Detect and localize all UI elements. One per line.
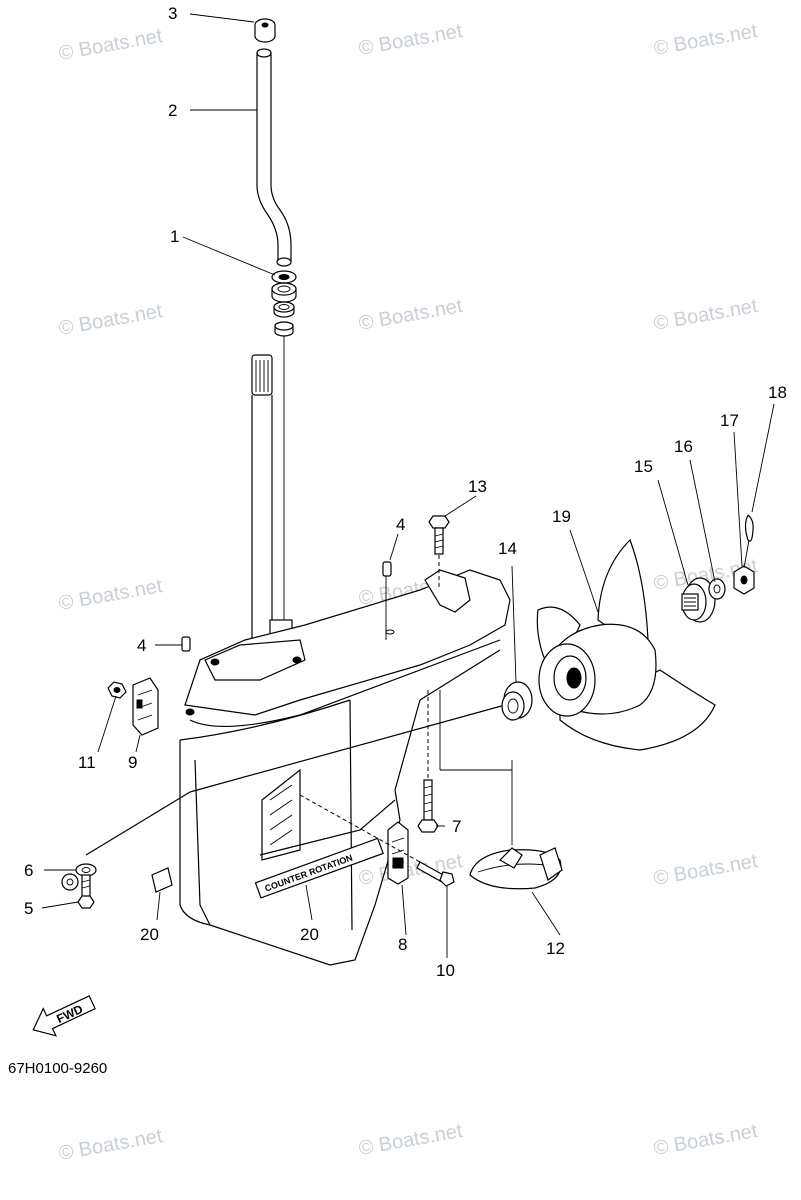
watermark: © Boats.net — [57, 575, 164, 615]
watermark: © Boats.net — [652, 850, 759, 890]
watermark: © Boats.net — [652, 295, 759, 335]
washer-part-6 — [61, 863, 97, 891]
callout-3: 3 — [168, 4, 177, 23]
callout-15: 15 — [634, 457, 653, 476]
callout-labels: 3 2 1 4 4 11 9 13 14 19 15 16 17 18 7 6 … — [24, 4, 787, 980]
alignment-line — [85, 791, 191, 856]
callout-14: 14 — [498, 539, 517, 558]
nut-part-17 — [733, 565, 755, 595]
propeller-part-19 — [536, 538, 716, 751]
nut-part-11 — [107, 681, 127, 699]
callout-6: 6 — [24, 861, 33, 880]
callout-20: 20 — [140, 925, 159, 944]
diagram-code: 67H0100-9260 — [8, 1060, 107, 1077]
screw-part-5 — [77, 874, 95, 909]
callout-18: 18 — [768, 383, 787, 402]
spacer-part-15 — [681, 577, 716, 623]
callout-7: 7 — [452, 817, 461, 836]
anode-part-8 — [387, 821, 409, 885]
fwd-label: FWD — [54, 1002, 85, 1026]
watermark: © Boats.net — [357, 1120, 464, 1160]
callout-13: 13 — [468, 477, 487, 496]
thrust-washer-part-14 — [501, 681, 533, 721]
watermark: © Boats.net — [57, 300, 164, 340]
callout-11: 11 — [78, 753, 96, 772]
callout-17: 17 — [720, 411, 739, 430]
watermark: © Boats.net — [57, 25, 164, 65]
washer-part-16 — [708, 578, 726, 600]
water-tube-part — [256, 48, 292, 267]
lower-unit-housing: COUNTER ROTATION — [179, 569, 511, 966]
callout-19: 19 — [552, 507, 571, 526]
leader-lines — [41, 13, 775, 958]
alignment-line — [189, 704, 506, 793]
trim-tab-part-12 — [439, 690, 563, 890]
seal-stack-part — [271, 270, 297, 620]
watermark: © Boats.net — [652, 1120, 759, 1160]
callout-10: 10 — [436, 961, 455, 980]
callout-4-b: 4 — [137, 636, 146, 655]
callout-16: 16 — [674, 437, 693, 456]
callout-1: 1 — [170, 227, 179, 246]
bolt-part-10 — [299, 794, 455, 887]
watermark: © Boats.net — [57, 1125, 164, 1165]
watermark: © Boats.net — [357, 20, 464, 60]
bolt-part-7 — [417, 690, 439, 833]
callout-4: 4 — [396, 515, 405, 534]
callout-9: 9 — [128, 753, 137, 772]
forward-arrow: FWD — [32, 995, 96, 1037]
callout-20-b: 20 — [300, 925, 319, 944]
callout-2: 2 — [168, 101, 177, 120]
dowel-pin-part — [181, 561, 392, 652]
callout-8: 8 — [398, 935, 407, 954]
watermark: © Boats.net — [652, 20, 759, 60]
grommet-part — [254, 18, 276, 43]
callout-5: 5 — [24, 899, 33, 918]
anode-part-9 — [132, 677, 159, 736]
drive-shaft — [251, 354, 293, 649]
decal-part-20 — [151, 867, 173, 893]
cotter-pin-part-18 — [743, 514, 754, 569]
bolt-part-13 — [428, 515, 450, 590]
callout-12: 12 — [546, 939, 565, 958]
watermark-layer: © Boats.net © Boats.net © Boats.net © Bo… — [57, 20, 759, 1165]
watermark: © Boats.net — [357, 295, 464, 335]
decal-text: COUNTER ROTATION — [263, 853, 354, 894]
